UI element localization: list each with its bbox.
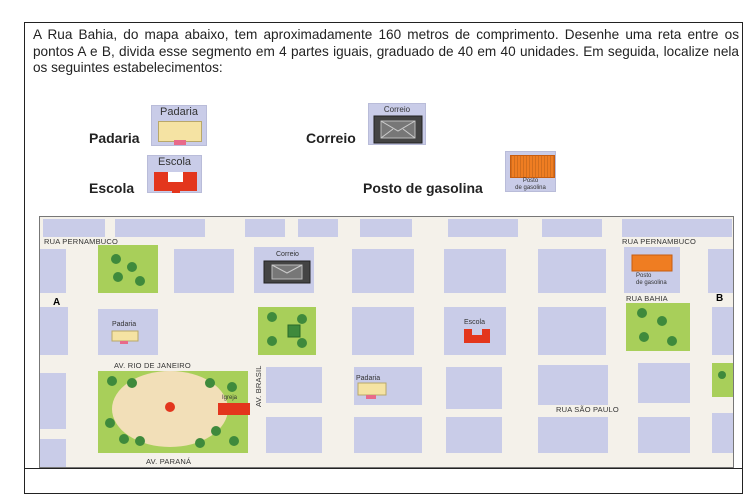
street-map: RUA PERNAMBUCO RUA PERNAMBUCO RUA BAHIA … — [39, 216, 734, 468]
post-office-icon: Correio — [368, 103, 426, 145]
street-label-parana: AV. PARANÁ — [146, 457, 192, 466]
map-correio-label: Correio — [276, 251, 299, 258]
legend-label-posto: Posto de gasolina — [363, 180, 483, 196]
frame-divider — [24, 468, 743, 469]
map-posto-label-1: Posto — [636, 273, 652, 279]
street-label-pernambuco-right: RUA PERNAMBUCO — [622, 237, 697, 246]
gas-station-icon: Posto de gasolina — [505, 151, 556, 192]
map-padaria-label-2: Padaria — [356, 375, 381, 382]
map-padaria-label-1: Padaria — [112, 321, 137, 328]
bakery-icon: Padaria — [151, 105, 207, 146]
legend-label-padaria: Padaria — [89, 130, 140, 146]
point-a-label: A — [53, 297, 61, 308]
school-icon: Escola — [147, 155, 202, 193]
exercise-frame — [24, 22, 743, 494]
map-escola-label: Escola — [464, 319, 486, 326]
street-label-sao-paulo: RUA SÃO PAULO — [556, 405, 619, 414]
street-label-bahia: RUA BAHIA — [626, 294, 668, 303]
park-2 — [258, 307, 316, 355]
map-igreja-label: Igreja — [222, 395, 238, 401]
street-label-brasil: AV. BRASIL — [254, 365, 263, 407]
question-text: A Rua Bahia, do mapa abaixo, tem aproxim… — [33, 27, 739, 75]
legend-label-escola: Escola — [89, 180, 135, 196]
street-label-rio-de-janeiro: AV. RIO DE JANEIRO — [114, 361, 191, 370]
street-label-pernambuco-left: RUA PERNAMBUCO — [44, 237, 119, 246]
map-posto-label-2: de gasolina — [636, 280, 667, 286]
legend-label-correio: Correio — [306, 130, 356, 146]
point-b-label: B — [716, 293, 724, 304]
map-drawing — [40, 219, 733, 467]
park-3 — [626, 303, 690, 351]
